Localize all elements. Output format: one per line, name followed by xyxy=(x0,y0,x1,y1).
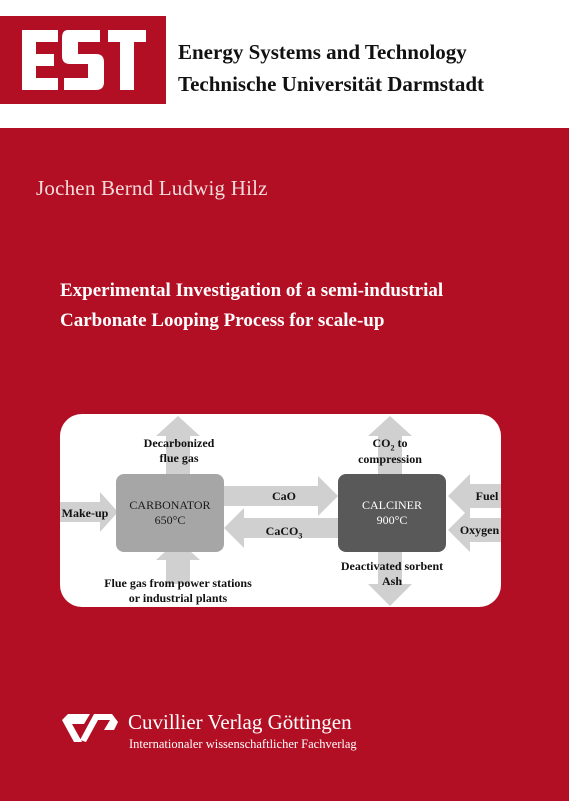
cao-arrow-icon xyxy=(224,476,338,516)
institution-line-1: Energy Systems and Technology xyxy=(178,40,467,64)
oxygen-arrow-icon xyxy=(448,508,501,552)
co2-label: CO2 to compression xyxy=(358,436,422,467)
cuvillier-logo xyxy=(60,712,120,751)
author-name: Jochen Bernd Ludwig Hilz xyxy=(36,176,268,200)
fuel-label: Fuel xyxy=(475,489,499,503)
fuel-arrow-icon xyxy=(448,474,501,518)
cuvillier-logo-icon xyxy=(62,714,118,742)
publisher-name: Cuvillier Verlag Göttingen xyxy=(128,710,352,734)
publisher-subtitle: Internationaler wissenschaftlicher Fachv… xyxy=(129,737,357,751)
title-line-2: Carbonate Looping Process for scale-up xyxy=(60,310,385,331)
decarbonized-label: Decarbonized flue gas xyxy=(143,436,215,465)
institution-line-2: Technische Universität Darmstadt xyxy=(178,72,485,96)
est-logo-icon xyxy=(22,30,146,90)
calciner-label: CALCINER 900°C xyxy=(362,498,422,527)
fluegas-label: Flue gas from power stations or industri… xyxy=(104,576,252,605)
title-line-1: Experimental Investigation of a semi-ind… xyxy=(60,280,444,301)
deactivated-label: Deactivated sorbent Ash xyxy=(340,559,444,588)
makeup-arrow-icon xyxy=(60,492,118,532)
calciner-box xyxy=(338,474,446,552)
cao-label: CaO xyxy=(272,489,296,503)
co2-arrow-icon xyxy=(368,416,412,476)
carbonator-box xyxy=(116,474,224,552)
caco3-label: CaCO3 xyxy=(265,524,303,541)
process-diagram: Decarbonized flue gas CO2 to compression… xyxy=(60,414,501,607)
header-band: Energy Systems and Technology Technische… xyxy=(0,0,569,128)
carbonator-label: CARBONATOR 650°C xyxy=(129,498,211,527)
ash-arrow-icon xyxy=(368,552,412,606)
decarbonized-arrow-icon xyxy=(156,416,200,476)
est-logo xyxy=(0,16,166,104)
caco3-arrow-icon xyxy=(224,508,338,548)
oxygen-label: Oxygen xyxy=(459,523,500,537)
process-diagram-arrows xyxy=(60,416,501,606)
makeup-label: Make-up xyxy=(61,506,109,520)
